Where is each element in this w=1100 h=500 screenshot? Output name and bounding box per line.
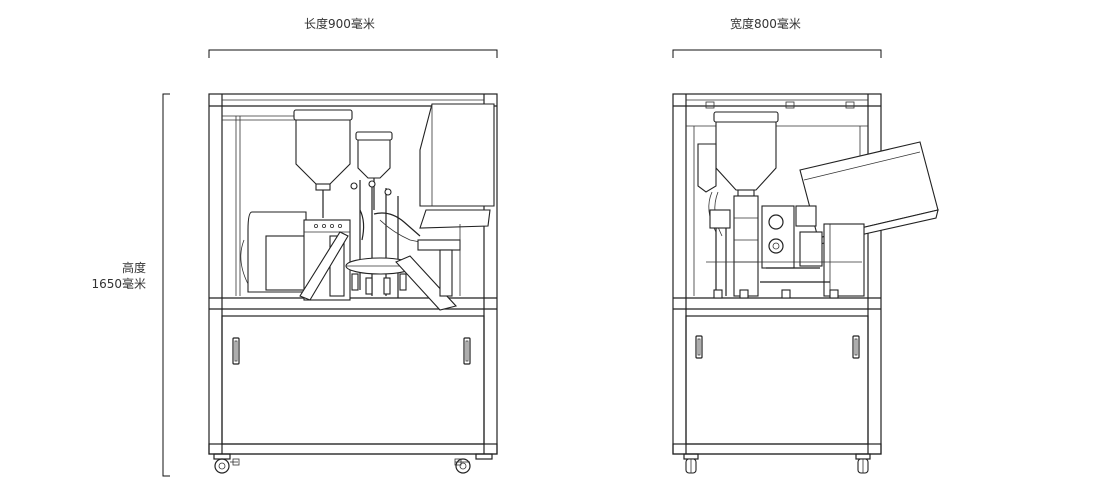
width-dimension-bracket (672, 49, 882, 58)
side-right-wheel (855, 453, 871, 474)
front-filling-mechanism (299, 180, 461, 311)
height-dimension-bracket (162, 93, 170, 477)
front-view-machine (208, 93, 498, 474)
front-hopper (293, 109, 353, 218)
length-dimension-bracket (208, 49, 498, 58)
height-dimension-word: 高度 (121, 261, 146, 275)
height-dimension-label: 高度 1650毫米 (70, 260, 146, 292)
front-left-wheel (213, 453, 240, 474)
front-control-box (419, 103, 495, 229)
side-hopper (697, 111, 779, 296)
front-small-hopper (355, 131, 393, 210)
front-right-wheel (454, 453, 493, 474)
length-dimension-label: 长度900毫米 (304, 17, 375, 31)
side-tilted-control-box (799, 141, 939, 245)
width-dimension-label: 宽度800毫米 (730, 17, 801, 31)
side-filling-mechanism (706, 191, 865, 299)
height-dimension-value: 1650毫米 (91, 277, 146, 291)
side-view-machine (672, 93, 939, 474)
side-left-wheel (683, 453, 699, 474)
front-motor-housing (240, 211, 307, 293)
